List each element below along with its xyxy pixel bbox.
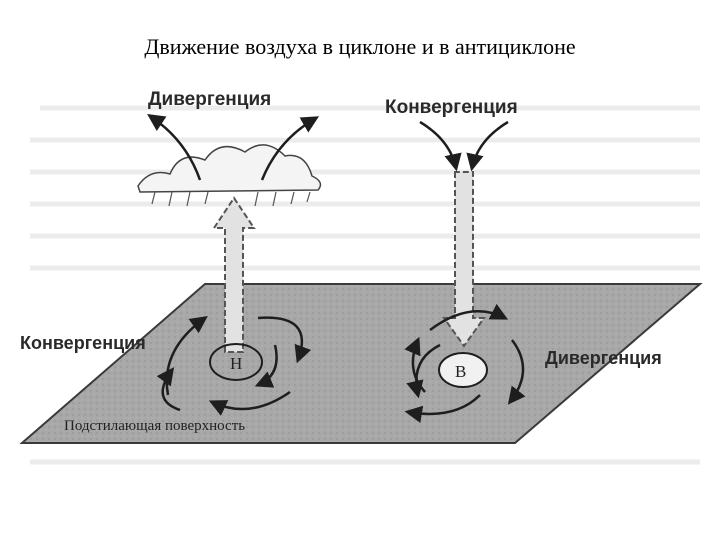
- cyclone-swirl-arrow: [156, 367, 181, 412]
- anticyclone: Конвергенция Дивергенция В: [385, 97, 662, 423]
- divergence-arrow-left: [147, 114, 202, 181]
- surface-label: Подстилающая поверхность: [64, 418, 245, 434]
- cyclone-side-label: Конвергенция: [20, 333, 146, 353]
- cyclone-swirl-arrow: [257, 316, 312, 364]
- divergence-arrow-right: [260, 116, 320, 181]
- anticyclone-swirl-arrow: [406, 343, 441, 399]
- anticyclone-swirl-arrow: [429, 303, 509, 332]
- anticyclone-center-ring: [438, 352, 488, 388]
- convergence-arrow-right: [466, 120, 509, 172]
- slide-title: Движение воздуха в циклоне и в антицикло…: [144, 34, 576, 59]
- downdraft-column-arrow: [442, 171, 486, 348]
- cyclone-center-letter: Н: [230, 354, 242, 373]
- cyclone-top-label: Дивергенция: [148, 89, 271, 110]
- rain-streaks: [151, 191, 311, 207]
- background-text-lines: [30, 105, 700, 465]
- anticyclone-center-letter: В: [455, 362, 466, 381]
- cyclone-swirl-arrow: [208, 390, 291, 416]
- cyclone-center-ring: [209, 343, 263, 381]
- updraft-column-arrow: [212, 196, 256, 353]
- cyclone: Дивергенция Конвергенция Н: [20, 89, 322, 416]
- convergence-arrow-left: [419, 120, 462, 172]
- cyclone-swirl-arrow: [254, 344, 278, 388]
- anticyclone-swirl-arrow: [404, 394, 481, 423]
- anticyclone-top-label: Конвергенция: [385, 97, 518, 118]
- anticyclone-swirl-arrow: [404, 336, 426, 393]
- cyclone-cloud: [137, 144, 322, 193]
- anticyclone-swirl-arrow: [507, 339, 526, 405]
- anticyclone-side-label: Дивергенция: [545, 348, 662, 368]
